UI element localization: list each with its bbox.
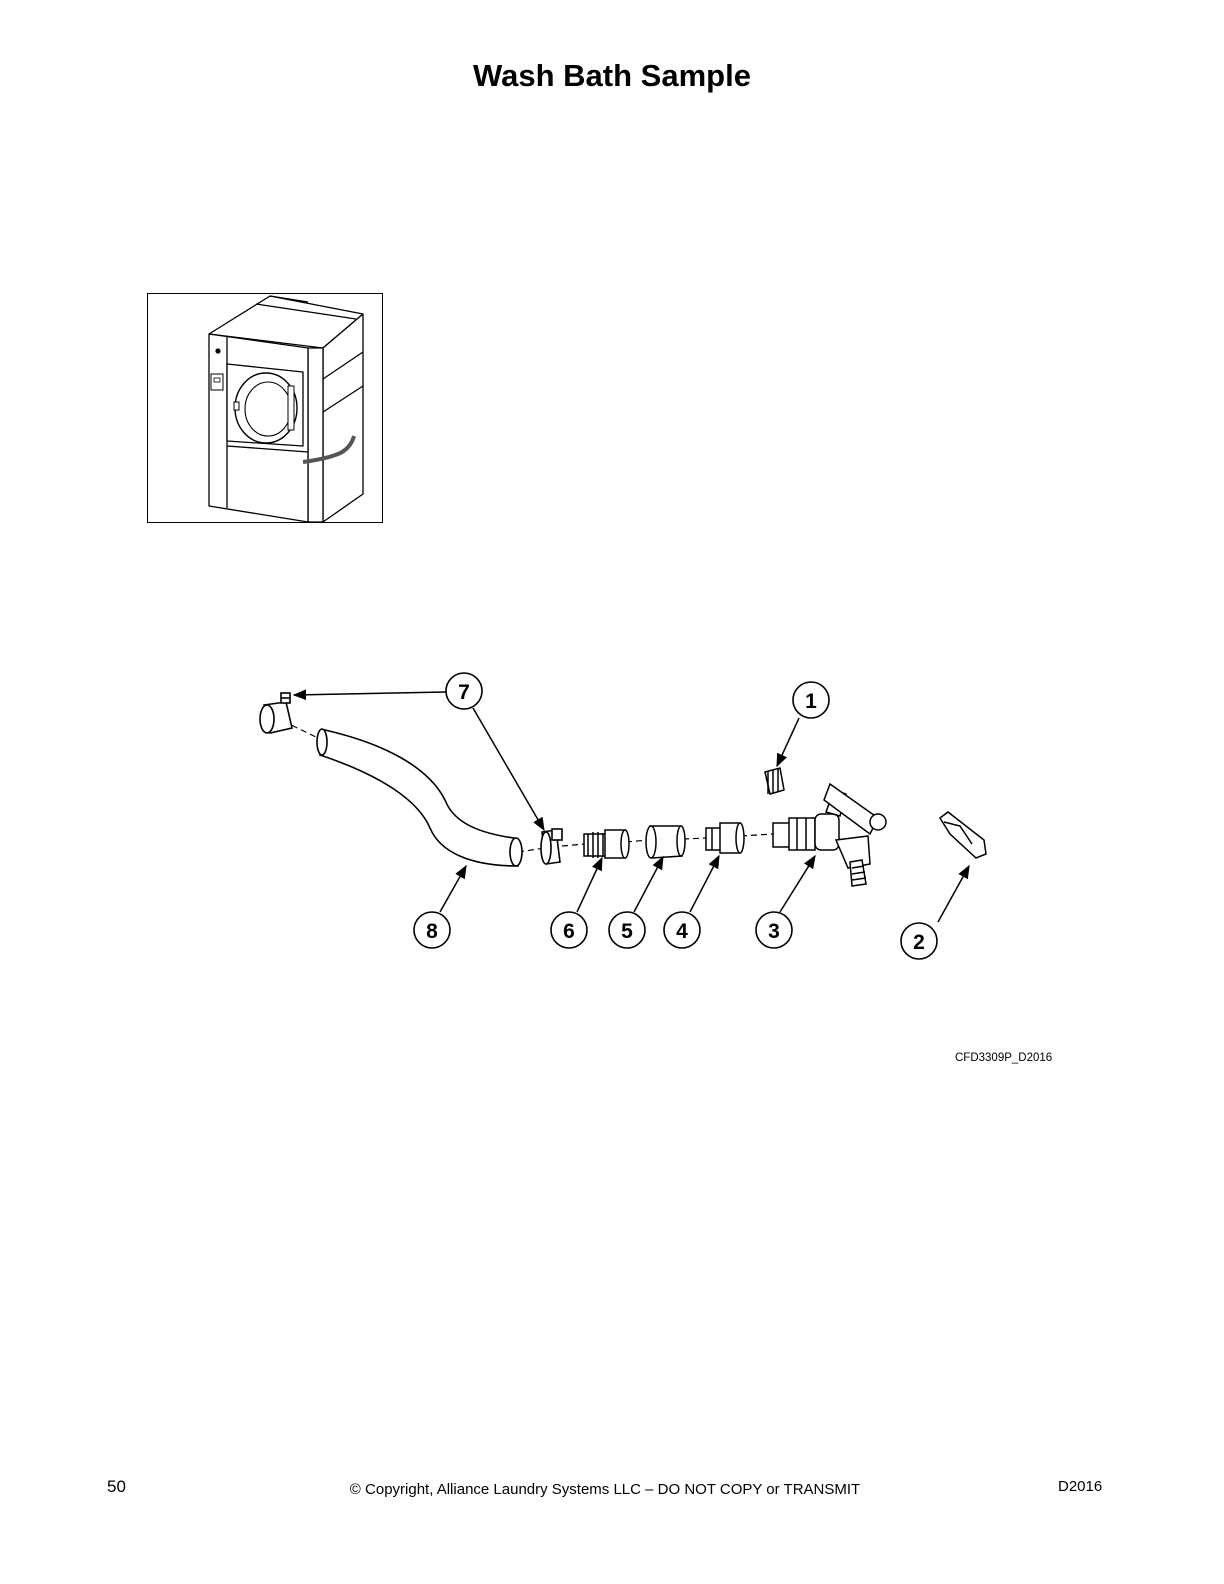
callout-label: 2 [913,931,925,954]
coupling-part [645,825,686,859]
callout-7: 7 [445,672,483,710]
hose-clamp-part [259,692,293,734]
power-button-icon [215,348,221,354]
drain-hose-icon [302,435,356,464]
callout-6: 6 [550,911,588,949]
callout-1: 1 [792,681,830,719]
callout-label: 8 [426,920,438,943]
callout-label: 5 [621,920,633,943]
callout-label: 3 [768,920,780,943]
callout-5: 5 [608,911,646,949]
callout-label: 4 [676,920,688,943]
callout-2: 2 [900,922,938,960]
callout-label: 1 [805,690,817,713]
washer-illustration [208,295,364,523]
callout-4: 4 [663,911,701,949]
callout-8: 8 [413,911,451,949]
hose-part [316,728,523,867]
document-code: D2016 [1058,1478,1103,1495]
callout-label: 7 [458,681,470,704]
sample-valve-part [772,782,887,887]
copyright-footer: © Copyright, Alliance Laundry Systems LL… [0,1481,1224,1498]
page-number: 50 [107,1477,126,1496]
machine-location-inset [147,293,383,523]
callout-label: 6 [563,920,575,943]
handle-part [938,811,987,859]
callout-3: 3 [755,911,793,949]
copyright-text: © Copyright, Alliance Laundry Systems LL… [349,1481,861,1498]
adapter-part [705,822,745,854]
hose-barb-part [583,829,630,859]
hose-clamp-part-2 [540,828,563,865]
page-title: Wash Bath Sample [473,58,751,93]
cap-part [764,767,785,795]
figure-id: CFD3309P_D2016 [955,1052,1053,1064]
